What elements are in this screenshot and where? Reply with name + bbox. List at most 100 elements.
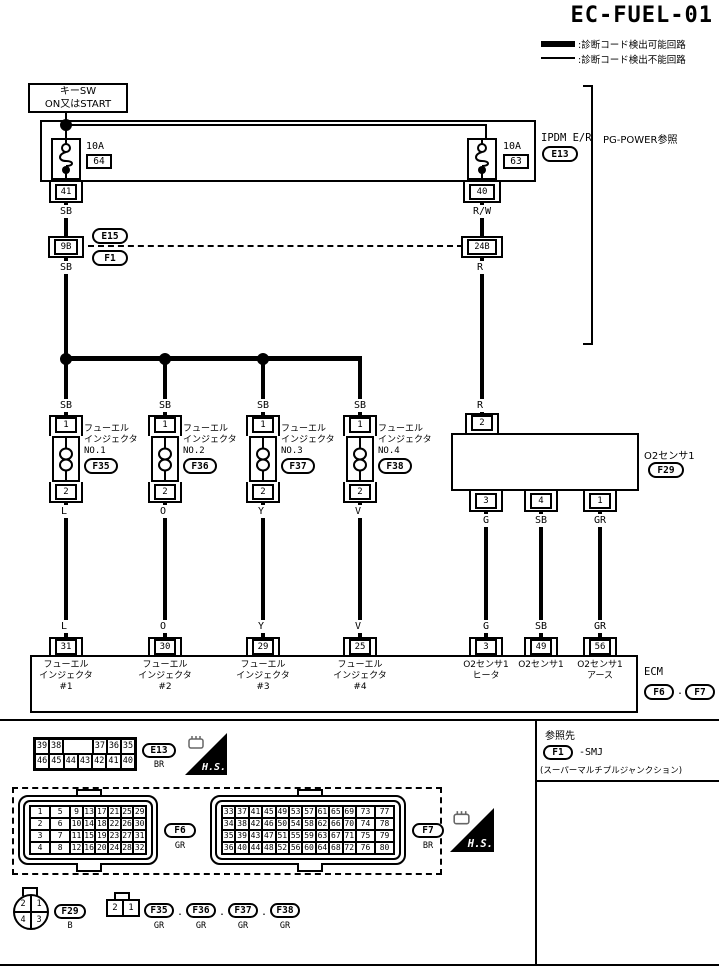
wire-color-o-2: O [149, 620, 177, 633]
inj1-pin2: 2 [55, 484, 77, 500]
inj3-coil-symbol [249, 436, 277, 482]
reference-title: 参照先 [545, 731, 575, 742]
wire-sb-9b-bus [64, 258, 68, 358]
f35-footer-color: GR [148, 920, 170, 933]
ecm-inj3-line1: フューエル [240, 660, 286, 670]
junction-dot-1 [60, 353, 72, 365]
wire-color-l: L [50, 505, 78, 518]
pin-cell: 41 [106, 754, 121, 769]
reference-smj-label: -SMJ [579, 747, 604, 758]
pin-cell: 8 [50, 842, 71, 854]
f29-connector-id: F29 [54, 904, 86, 919]
fuse-64-number: 64 [86, 154, 112, 169]
wire-color-gr: GR [586, 514, 614, 527]
inj4-pin2: 2 [349, 484, 371, 500]
wire-gr-o2-ecm [598, 512, 602, 638]
ecm-pin49-bracket [524, 637, 558, 657]
ipdm-box [40, 120, 536, 182]
inj3-name-2: インジェクタ [281, 435, 335, 445]
connector-id-f35: F35 [84, 458, 118, 474]
inj1-pin1: 1 [55, 417, 77, 433]
hs-logo-2: H.S. [450, 808, 494, 852]
pin-cell: 45 [262, 806, 276, 818]
wire-sb-41-9b [64, 203, 68, 236]
pin-cell: 1 [30, 806, 51, 818]
pin-cell: 4 [30, 842, 51, 854]
pin-cell: 36 [106, 739, 121, 754]
ecm-inj4-line2: インジェクタ [333, 671, 387, 681]
f7-tab-top [297, 789, 323, 797]
connector-id-f6: F6 [644, 684, 674, 700]
inj3-pin2-bracket [246, 482, 280, 503]
pin-cell: 17 [95, 806, 109, 818]
inj1-name-2: インジェクタ [84, 435, 138, 445]
pin-cell: 10 [70, 818, 83, 830]
ecm-pin56: 56 [589, 639, 611, 655]
o2-pin1: 1 [589, 493, 611, 509]
f7-connector-inner [215, 800, 401, 860]
pin-cell: 79 [374, 830, 395, 842]
inj3-pin2: 2 [252, 484, 274, 500]
o2-pin3: 3 [475, 493, 497, 509]
inj1-name-3: NO.1 [84, 446, 106, 456]
wire-v-inj4-ecm [358, 503, 362, 638]
pin-cell: 26 [120, 818, 134, 830]
pin-cell: 58 [302, 818, 316, 830]
o2-sensor-box [451, 433, 639, 491]
connector-id-f7: F7 [685, 684, 715, 700]
wire-color-sb: SB [48, 205, 84, 218]
ecm-o2-ground-label: O2センサ1 アース [560, 660, 640, 682]
o2-pin2: 2 [471, 415, 493, 431]
wire-ipdm-bus [65, 124, 487, 126]
inj1-pin1-bracket [49, 415, 83, 436]
wire-color-r-2: R [466, 399, 494, 412]
wire-color-y-2: Y [247, 620, 275, 633]
inj2-pin2: 2 [154, 484, 176, 500]
f36-footer-id: F36 [186, 903, 216, 918]
wire-l-inj1-ecm [64, 503, 68, 638]
pin-cell: 43 [248, 830, 263, 842]
ecm-inj3-line2: インジェクタ [236, 671, 290, 681]
pin-cell: 25 [120, 806, 134, 818]
pin-cell: 27 [120, 830, 134, 842]
wire-rw-40-24b [480, 203, 484, 236]
pin-cell: 33 [222, 806, 236, 818]
pin-cell: 53 [288, 806, 303, 818]
pin-cell [63, 739, 93, 754]
pin-cell: 72 [342, 842, 356, 854]
ecm-pin31: 31 [55, 639, 77, 655]
inj2-pin1-bracket [148, 415, 182, 436]
ecm-conn-separator: . [677, 686, 684, 697]
inj1-coil-symbol [52, 436, 80, 482]
f38-footer-id: F38 [270, 903, 300, 918]
f38-footer-color: GR [274, 920, 296, 933]
pin-cell: 48 [262, 842, 276, 854]
pin-cell: 64 [315, 842, 330, 854]
terminal-41: 41 [55, 184, 77, 200]
terminal-24b: 24B [467, 239, 497, 255]
connector-id-f37: F37 [281, 458, 315, 474]
wire-color-v-2: V [344, 620, 372, 633]
smj-dashed-line [88, 245, 463, 247]
wire-color-y: Y [247, 505, 275, 518]
pin-cell: 40 [235, 842, 249, 854]
f6-grid-color: GR [169, 840, 191, 853]
ecm-inj4-label: フューエル インジェクタ #4 [315, 660, 405, 693]
inj4-name-2: インジェクタ [378, 435, 432, 445]
pin-cell: 50 [275, 818, 289, 830]
hs-logo-1: H.S. [185, 733, 227, 775]
inj3-pin1: 1 [252, 417, 274, 433]
connector-id-e13: E13 [542, 146, 578, 162]
f29-color: B [60, 920, 80, 933]
wire-color-sb-inj1: SB [48, 399, 84, 412]
twopin-pin-1: 1 [122, 901, 138, 915]
ecm-box [30, 655, 638, 713]
pg-power-bracket-top [583, 85, 591, 87]
inj3-pin1-bracket [246, 415, 280, 436]
pin-cell: 61 [315, 806, 330, 818]
pin-cell: 43 [77, 754, 93, 769]
pin-cell: 12 [70, 842, 83, 854]
fuse-63-symbol [467, 138, 497, 180]
